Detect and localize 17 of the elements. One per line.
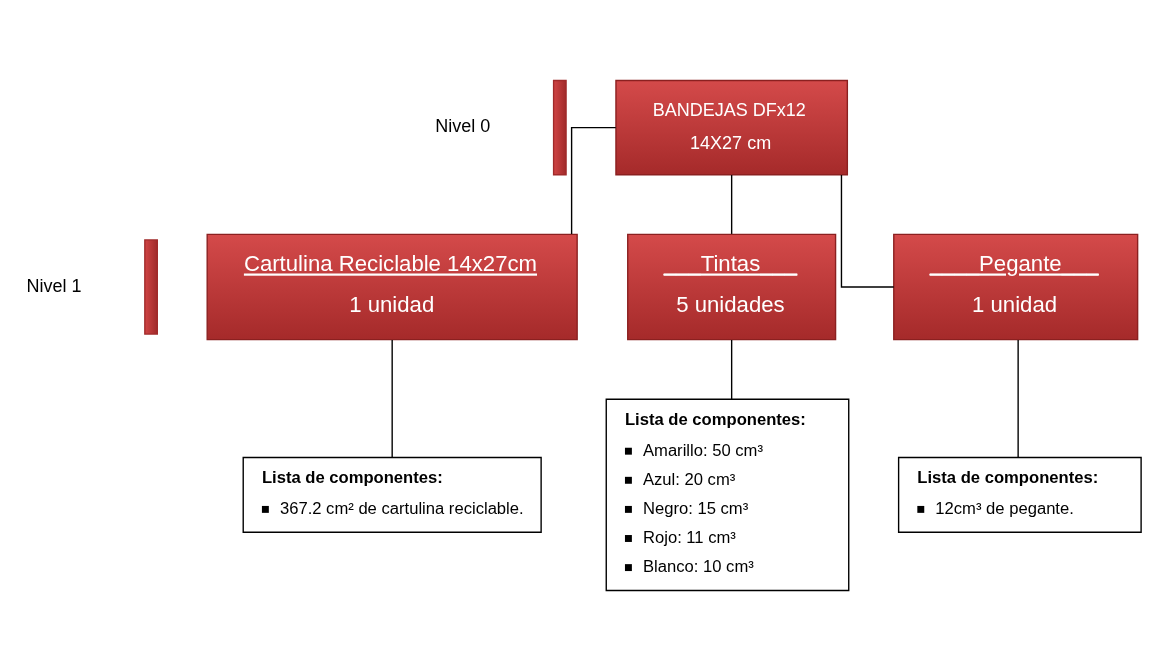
node-box: Cartulina Reciclable 14x27cm 1 unidad xyxy=(206,233,578,340)
connector xyxy=(391,338,393,458)
node-label: Nivel 1 xyxy=(26,275,82,296)
node-box: Lista de componentes: Amarillo: 50 cm³ Azul: 20 cm³ Negro: 15 cm³ Rojo: 11 cm³ Blanco: 10 cm³ xyxy=(605,398,850,591)
connector xyxy=(730,173,733,235)
node-box: Lista de componentes: 12cm³ de pegante. xyxy=(897,456,1142,533)
node-box: ____Pegante___ 1 unidad xyxy=(893,233,1139,340)
node-box: ___Tintas___ 5 unidades xyxy=(627,233,837,340)
node-bar xyxy=(144,238,158,335)
connector xyxy=(1017,338,1019,458)
node-box: Lista de componentes: 367.2 cm² de cartulina reciclable. xyxy=(242,456,542,533)
connector xyxy=(570,126,617,235)
connector xyxy=(840,173,895,288)
node-box: BANDEJAS DFx12 14X27 cm xyxy=(615,79,849,175)
node-label: Nivel 0 xyxy=(435,115,491,136)
node-bar xyxy=(552,79,567,175)
connector xyxy=(730,338,733,400)
